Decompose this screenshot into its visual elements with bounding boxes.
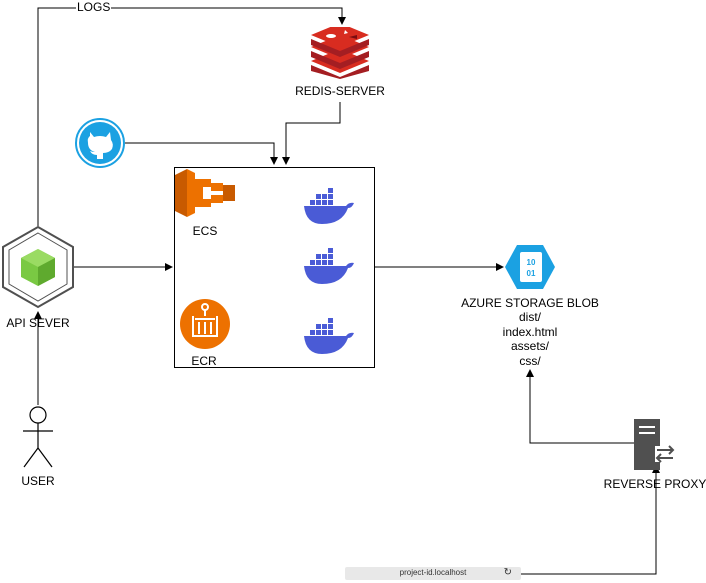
- blob-icon-top-digits: 10: [527, 258, 536, 267]
- ecs-label: ECS: [192, 224, 218, 238]
- redis-to-cluster-connector: [282, 102, 341, 165]
- reverse-proxy-icon: [634, 419, 675, 470]
- docker-icon: [304, 188, 354, 224]
- redis-label: REDIS-SERVER: [295, 84, 385, 98]
- blob-content-item: index.html: [502, 325, 558, 339]
- logs-connector: [37, 7, 346, 226]
- reverse-proxy-label: REVERSE PROXY: [603, 477, 706, 491]
- reload-icon[interactable]: ↻: [503, 567, 512, 578]
- azure-blob-label: AZURE STORAGE BLOB: [461, 296, 599, 310]
- docker-icon: [304, 248, 354, 284]
- github-to-cluster-connector: [125, 142, 278, 165]
- ecr-icon: [180, 299, 230, 349]
- api-server-label: API SEVER: [6, 316, 70, 330]
- ecr-label: ECR: [191, 354, 217, 368]
- logs-label: LOGS: [76, 0, 112, 14]
- ecs-icon: [175, 169, 235, 217]
- browser-address-bar[interactable]: project-id.localhost ↻: [345, 567, 521, 580]
- user-icon: [23, 406, 53, 468]
- blob-content-item: assets/: [510, 339, 550, 353]
- browser-url-text: project-id.localhost: [399, 568, 467, 577]
- browser-to-proxy-connector: [521, 465, 660, 575]
- user-label: USER: [21, 474, 55, 488]
- proxy-to-blob-connector: [526, 369, 634, 444]
- blob-content-item: css/: [519, 354, 541, 368]
- blob-content-item: dist/: [518, 310, 542, 324]
- docker-icon: [304, 318, 354, 354]
- github-icon: [75, 118, 125, 168]
- redis-icon: [311, 27, 369, 79]
- blob-icon-bottom-digits: 01: [527, 269, 536, 278]
- azure-storage-blob-icon: 10 01: [505, 245, 555, 289]
- nodejs-server-icon: [2, 225, 74, 309]
